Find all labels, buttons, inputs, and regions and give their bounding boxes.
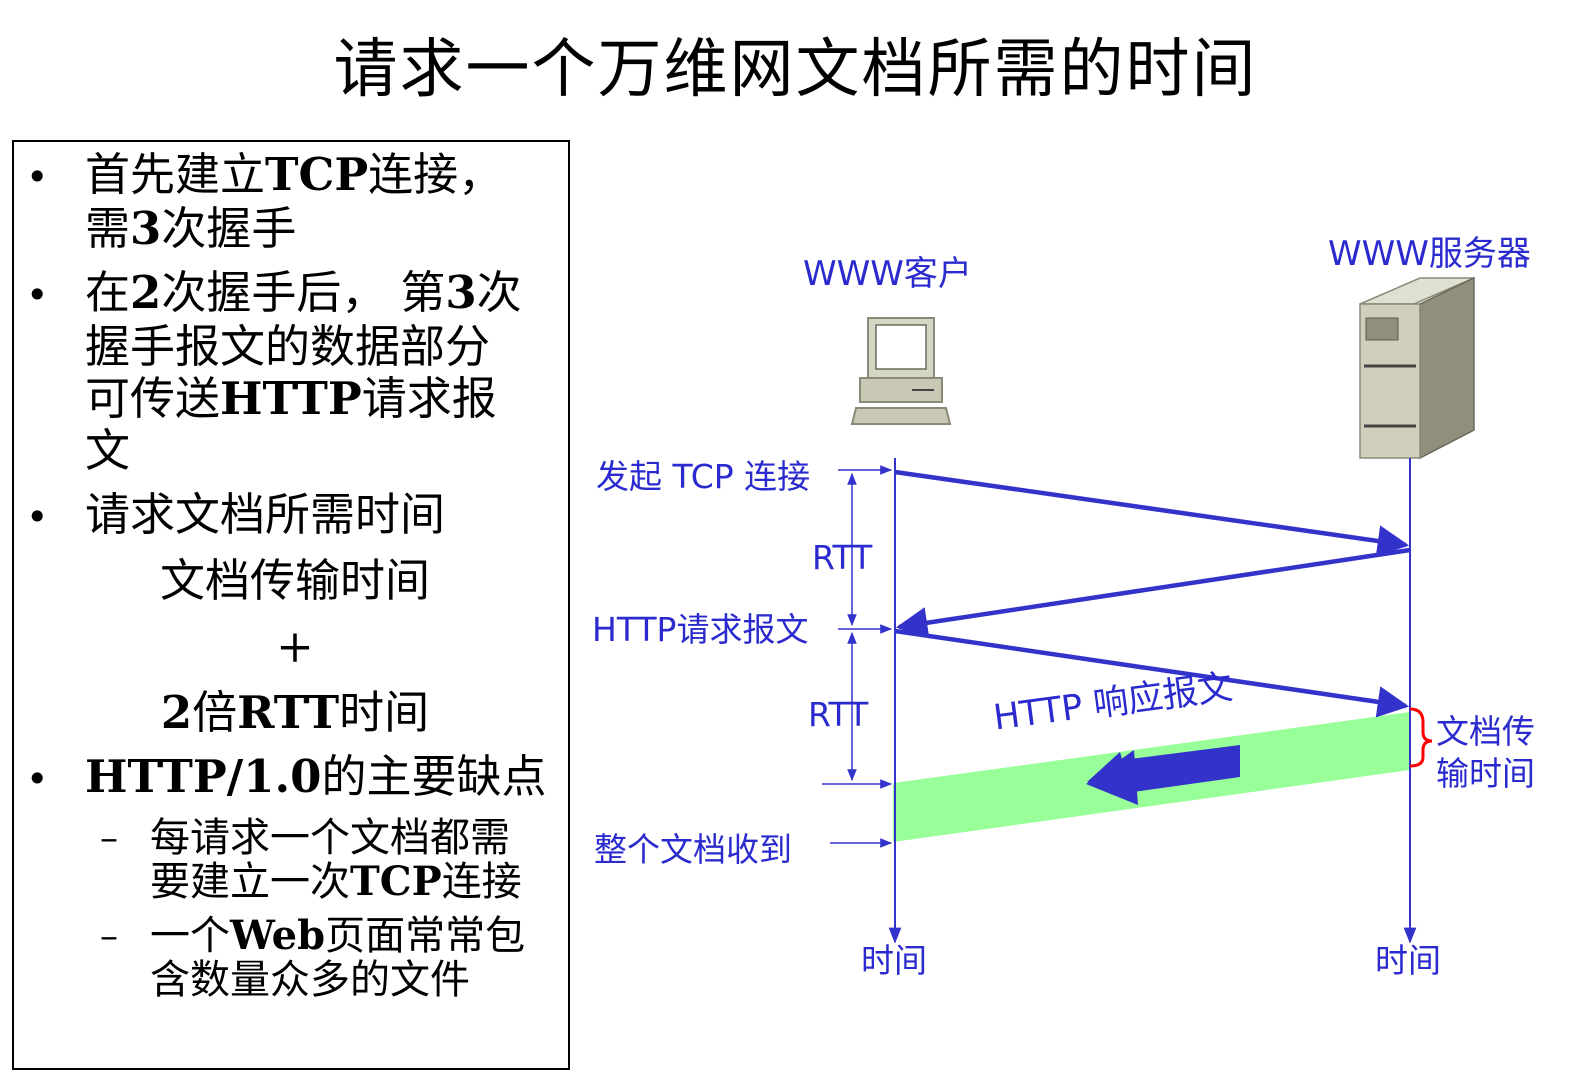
transfer-time-brace (1409, 707, 1433, 768)
sub-bullet-marker: – (100, 818, 118, 859)
bullet-2-line-3: 可传送HTTP请求报 (85, 372, 497, 425)
sub-bullet-2-line-2: 含数量众多的文件 (150, 957, 470, 1003)
sub-bullet-1-line-1: 每请求一个文档都需 (150, 815, 510, 861)
http-request-arrow (894, 628, 1410, 718)
bullet-1-line-2: 需3次握手 (85, 202, 297, 255)
sub-bullet-marker: – (100, 916, 118, 957)
server-label: WWW服务器 (1328, 234, 1531, 274)
rtt2-label: RTT (808, 695, 869, 734)
client-time-label: 时间 (861, 941, 927, 980)
bullet-marker: • (26, 273, 49, 317)
bullet-1-line-1: 首先建立TCP连接， (85, 148, 504, 201)
bullet-3-line-4: 2倍RTT时间 (160, 686, 430, 739)
response-direction-arrow-head (1086, 750, 1138, 805)
client-computer-icon (850, 317, 952, 425)
bullet-marker: • (26, 155, 49, 199)
server-time-label: 时间 (1375, 941, 1441, 980)
sub-bullet-1-line-2: 要建立一次TCP连接 (150, 858, 522, 905)
response-direction-arrow-body (1122, 745, 1240, 793)
explanation-textbox (12, 140, 570, 1070)
tcp-synack-arrow (895, 547, 1411, 639)
slide-title: 请求一个万维网文档所需的时间 (333, 33, 1258, 107)
doc-received-label: 整个文档收到 (594, 830, 792, 869)
tcp-start-label: 发起 TCP 连接 (596, 457, 811, 496)
bullet-2-line-2: 握手报文的数据部分 (85, 320, 491, 373)
doc-transfer-label-line-2: 输时间 (1436, 754, 1535, 793)
rtt1-label: RTT (812, 538, 873, 577)
doc-transfer-label-line-1: 文档传 (1436, 712, 1535, 751)
bullet-4-line-1: HTTP/1.0的主要缺点 (85, 750, 547, 803)
bullet-3-line-2: 文档传输时间 (159, 554, 430, 607)
bullet-2-line-4: 文 (85, 424, 131, 477)
bullet-3-line-1: 请求文档所需时间 (85, 488, 446, 541)
bullet-marker: • (26, 495, 49, 539)
bullet-marker: • (26, 757, 49, 801)
tcp-syn-arrow (894, 469, 1410, 557)
bullet-2-line-1: 在2次握手后，第3次 (85, 266, 522, 319)
server-tower-icon (1359, 276, 1475, 460)
http-request-label: HTTP请求报文 (592, 610, 809, 649)
sub-bullet-2-line-1: 一个Web页面常常包 (150, 912, 526, 959)
client-label: WWW客户 (803, 254, 972, 294)
bullet-3-line-3: + (276, 620, 314, 673)
